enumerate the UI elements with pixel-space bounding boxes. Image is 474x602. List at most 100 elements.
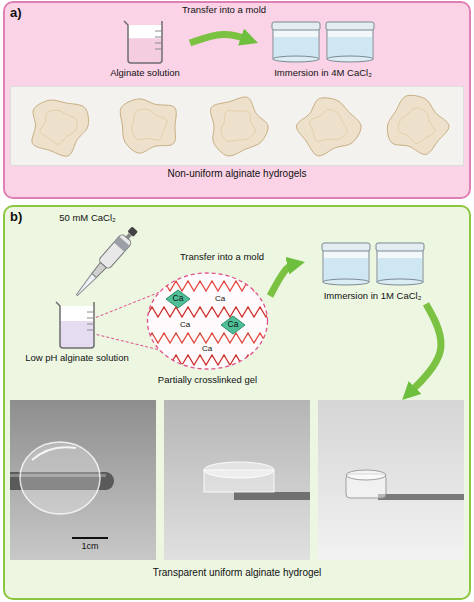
beaker-liquid bbox=[128, 38, 162, 63]
photo-ground bbox=[11, 87, 464, 166]
ion-label: Ca bbox=[172, 294, 185, 303]
transfer-arrow bbox=[270, 264, 296, 296]
zoom-outline bbox=[148, 273, 268, 369]
beaker-tick bbox=[155, 37, 162, 38]
drawing-part bbox=[164, 400, 310, 560]
jar-liquid bbox=[328, 37, 372, 58]
process-step: Low pH alginate solution bbox=[16, 300, 138, 364]
jar-rim bbox=[322, 243, 370, 251]
beaker-outline bbox=[56, 302, 94, 348]
jar-bottom bbox=[323, 279, 369, 285]
jar-bottom bbox=[327, 56, 373, 62]
jar-liquid bbox=[378, 258, 422, 281]
gel-fold bbox=[40, 110, 77, 144]
process-step: Immersion in 4M CaCl₂ bbox=[258, 19, 388, 79]
gel-piece bbox=[211, 97, 269, 156]
pipette-grip bbox=[114, 236, 130, 251]
zoom-illustration bbox=[145, 270, 270, 372]
process-step: Non-uniform alginate hydrogels bbox=[10, 86, 464, 181]
gel-fold bbox=[221, 111, 255, 142]
beaker-outline bbox=[124, 21, 162, 63]
process-step: Transparent uniform alginate hydrogel bbox=[10, 400, 464, 580]
mold-illustration bbox=[313, 240, 433, 288]
polymer-chains bbox=[145, 281, 270, 365]
figure-panel: Alginate solution Immersion in 4M CaCl₂ No… bbox=[4, 2, 470, 198]
pipette-tip bbox=[75, 273, 97, 296]
hydrogel-disk bbox=[20, 442, 100, 514]
transfer-arrow bbox=[190, 34, 250, 43]
step-label: Alginate solution bbox=[110, 67, 180, 79]
alginate-chain bbox=[145, 281, 270, 291]
jar-bottom bbox=[377, 279, 423, 285]
figure-panel: 50 mM CaCl₂ Low pH alginate solution Parti… bbox=[4, 206, 470, 599]
step-label: Immersion in 1M CaCl₂ bbox=[324, 290, 422, 302]
drawing-part bbox=[10, 400, 156, 560]
beaker-tick bbox=[87, 330, 94, 331]
photo bbox=[10, 400, 156, 560]
step-label: Low pH alginate solution bbox=[25, 352, 129, 364]
alginate-chain bbox=[145, 307, 270, 317]
jar-body bbox=[377, 248, 423, 282]
jar-body bbox=[273, 27, 319, 59]
scale-label: 1cm bbox=[80, 542, 99, 552]
panel-frame bbox=[4, 206, 470, 599]
gel-fold bbox=[132, 109, 167, 140]
edge-label: Transfer into a mold bbox=[178, 252, 266, 262]
pipette-illustration bbox=[35, 224, 140, 298]
drawing-part bbox=[318, 400, 464, 560]
ion-label: Ca bbox=[227, 320, 240, 329]
process-step: Partially crosslinked gel bbox=[145, 270, 270, 386]
beaker-glass bbox=[128, 25, 162, 63]
jar-liquid bbox=[274, 37, 318, 58]
pipette-body bbox=[98, 233, 132, 269]
calcium-ion bbox=[166, 290, 190, 308]
ion-label: Ca bbox=[214, 295, 226, 304]
photo bbox=[318, 400, 464, 560]
process-step: Immersion in 1M CaCl₂ bbox=[305, 240, 440, 302]
jar-body bbox=[323, 248, 369, 282]
photo-strip bbox=[10, 86, 464, 166]
step-label: Transparent uniform alginate hydrogel bbox=[153, 567, 322, 580]
transfer-arrow bbox=[409, 304, 441, 394]
photo-row bbox=[10, 400, 464, 565]
gel-piece bbox=[120, 99, 176, 153]
jar-liquid bbox=[324, 258, 368, 281]
beaker-tick bbox=[155, 49, 162, 50]
spatula bbox=[234, 492, 310, 500]
hydrogel-top bbox=[204, 462, 274, 478]
jar-rim bbox=[326, 22, 374, 30]
beaker-tick bbox=[155, 43, 162, 44]
step-label: 50 mM CaCl₂ bbox=[59, 212, 115, 224]
pipette bbox=[72, 224, 140, 298]
beaker-tick bbox=[87, 318, 94, 319]
panel-layer bbox=[4, 2, 470, 599]
step-label: Non-uniform alginate hydrogels bbox=[168, 168, 307, 181]
jar-rim bbox=[376, 243, 424, 251]
edge-label: Transfer into a mold bbox=[180, 5, 268, 15]
hydrogel-top bbox=[346, 470, 386, 480]
jar-bottom bbox=[273, 56, 319, 62]
scale-bar bbox=[72, 537, 108, 539]
beaker-tick bbox=[87, 324, 94, 325]
alginate-chain bbox=[145, 355, 270, 365]
alginate-chain bbox=[145, 333, 270, 343]
gel-fold bbox=[398, 108, 435, 144]
beaker-glass bbox=[60, 306, 94, 348]
jar-rim bbox=[272, 22, 320, 30]
panel-letter: b) bbox=[10, 209, 22, 225]
beaker-illustration bbox=[105, 19, 185, 65]
step-label: Immersion in 4M CaCl₂ bbox=[274, 67, 372, 79]
process-step: 50 mM CaCl₂ bbox=[35, 212, 140, 298]
calcium-ion bbox=[221, 316, 245, 334]
gel-piece bbox=[32, 100, 89, 156]
gel-piece bbox=[387, 95, 449, 154]
photo bbox=[164, 400, 310, 560]
beaker-tick bbox=[155, 31, 162, 32]
mold-illustration bbox=[263, 19, 383, 65]
beaker-liquid bbox=[60, 321, 94, 348]
beaker-illustration bbox=[32, 300, 122, 350]
ion-label: Ca bbox=[201, 345, 213, 354]
spatula bbox=[378, 494, 464, 500]
gel-piece bbox=[296, 98, 361, 156]
